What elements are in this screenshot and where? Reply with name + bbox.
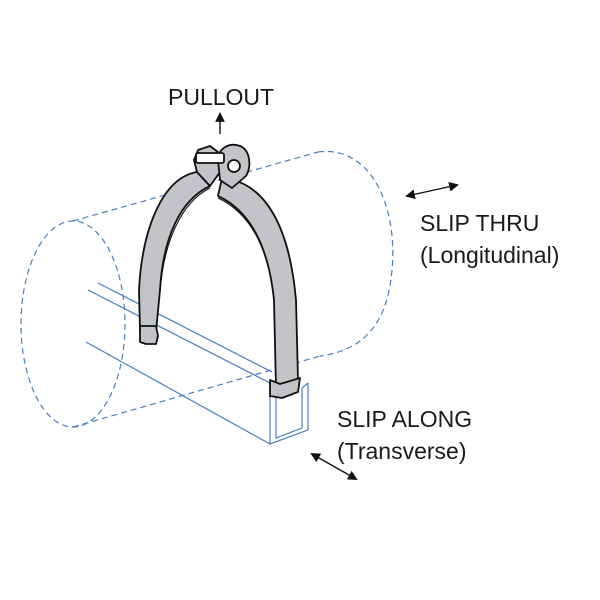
clamp-strap-inner-edges xyxy=(159,187,275,301)
clamp-left-foot xyxy=(139,325,159,345)
clamp-right-foot xyxy=(269,377,301,399)
pipe-outline xyxy=(20,150,394,428)
slip-along-label: SLIP ALONG xyxy=(337,406,473,432)
longitudinal-label: (Longitudinal) xyxy=(420,242,560,268)
clamp-bolt-hole xyxy=(227,159,241,173)
clamp-right-strap xyxy=(217,177,299,389)
pipe-far-end xyxy=(317,150,394,357)
pipe-near-end xyxy=(20,220,126,428)
strut-channel xyxy=(85,282,309,445)
pullout-label: PULLOUT xyxy=(168,84,275,110)
clamp-left-strap xyxy=(138,171,211,333)
pipe-top-edge xyxy=(72,151,319,222)
slip-along-arrow xyxy=(310,453,358,480)
clamp-bolt xyxy=(195,152,225,164)
strut-end-profile xyxy=(269,382,309,445)
transverse-label: (Transverse) xyxy=(337,438,467,464)
slip-thru-arrow xyxy=(405,181,459,200)
slip-thru-label: SLIP THRU xyxy=(420,210,540,236)
pipe-clamp xyxy=(138,143,301,399)
